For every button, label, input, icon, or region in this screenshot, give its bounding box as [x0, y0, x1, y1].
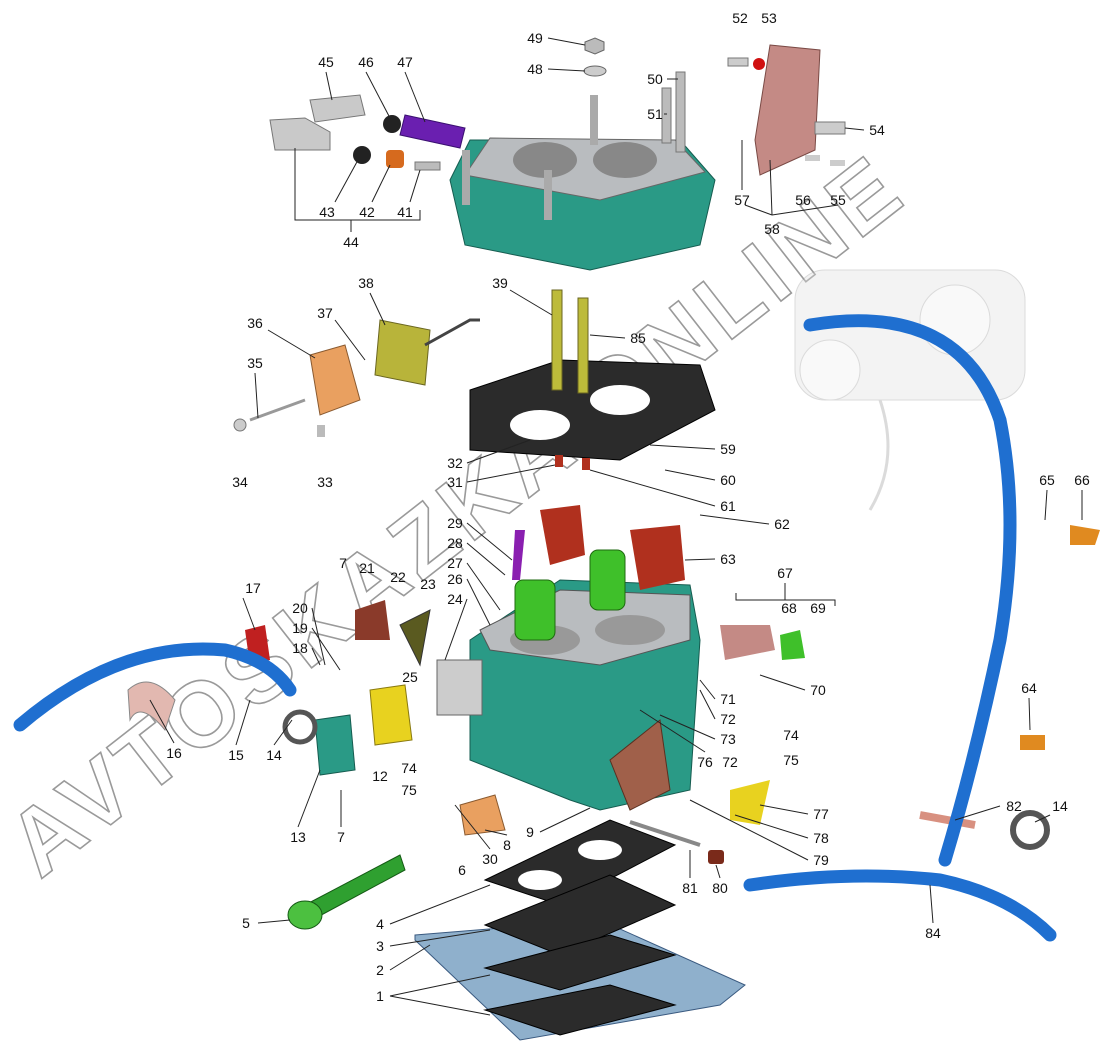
callout-43: 43 [319, 204, 335, 220]
callout-33: 33 [317, 474, 333, 490]
callout-29: 29 [447, 515, 463, 531]
callout-74: 74 [401, 760, 417, 776]
callout-35: 35 [247, 355, 263, 371]
callout-13: 13 [290, 829, 306, 845]
callout-20: 20 [292, 600, 308, 616]
callout-72: 72 [720, 711, 736, 727]
callout-75: 75 [401, 782, 417, 798]
lower-gaskets [414, 819, 746, 1041]
callout-19: 19 [292, 620, 308, 636]
callout-55: 55 [830, 192, 846, 208]
callout-67: 67 [777, 565, 793, 581]
callout-8: 8 [503, 837, 511, 853]
callout-81: 81 [682, 880, 698, 896]
callout-51: 51 [647, 106, 663, 122]
callout-79: 79 [813, 852, 829, 868]
top-small-parts [269, 37, 846, 232]
callout-23: 23 [420, 576, 436, 592]
callout-54: 54 [869, 122, 885, 138]
callout-36: 36 [247, 315, 263, 331]
callout-17: 17 [245, 580, 261, 596]
callout-65: 65 [1039, 472, 1055, 488]
callout-42: 42 [359, 204, 375, 220]
callout-75: 75 [783, 752, 799, 768]
callout-47: 47 [397, 54, 413, 70]
callout-77: 77 [813, 806, 829, 822]
callout-41: 41 [397, 204, 413, 220]
callout-52: 52 [732, 10, 748, 26]
adjusting-screw [287, 854, 406, 930]
callout-18: 18 [292, 640, 308, 656]
callout-34: 34 [232, 474, 248, 490]
callout-39: 39 [492, 275, 508, 291]
callout-30: 30 [482, 851, 498, 867]
callout-46: 46 [358, 54, 374, 70]
callout-26: 26 [447, 571, 463, 587]
callout-9: 9 [526, 824, 534, 840]
callout-84: 84 [925, 925, 941, 941]
callout-31: 31 [447, 474, 463, 490]
callout-78: 78 [813, 830, 829, 846]
callout-59: 59 [720, 441, 736, 457]
carburetor-cover [449, 95, 716, 271]
callout-44: 44 [343, 234, 359, 250]
callout-27: 27 [447, 555, 463, 571]
callout-74: 74 [783, 727, 799, 743]
callout-71: 71 [720, 691, 736, 707]
callout-38: 38 [358, 275, 374, 291]
callout-22: 22 [390, 569, 406, 585]
callout-7: 7 [339, 555, 347, 571]
callout-2: 2 [376, 962, 384, 978]
callout-66: 66 [1074, 472, 1090, 488]
hoses [13, 314, 1057, 942]
callout-12: 12 [372, 768, 388, 784]
callout-56: 56 [795, 192, 811, 208]
gasket-upper [469, 289, 716, 470]
callout-68: 68 [781, 600, 797, 616]
callout-28: 28 [447, 535, 463, 551]
callout-73: 73 [720, 731, 736, 747]
callout-49: 49 [527, 30, 543, 46]
callout-14: 14 [1052, 798, 1068, 814]
callout-5: 5 [242, 915, 250, 931]
callout-6: 6 [458, 862, 466, 878]
callout-37: 37 [317, 305, 333, 321]
callout-25: 25 [402, 669, 418, 685]
callout-61: 61 [720, 498, 736, 514]
callout-48: 48 [527, 61, 543, 77]
callout-57: 57 [734, 192, 750, 208]
callout-45: 45 [318, 54, 334, 70]
callout-3: 3 [376, 938, 384, 954]
callout-70: 70 [810, 682, 826, 698]
callout-62: 62 [774, 516, 790, 532]
callout-64: 64 [1021, 680, 1037, 696]
callout-60: 60 [720, 472, 736, 488]
callout-4: 4 [376, 916, 384, 932]
callout-63: 63 [720, 551, 736, 567]
callout-21: 21 [359, 560, 375, 576]
callout-50: 50 [647, 71, 663, 87]
callout-85: 85 [630, 330, 646, 346]
callout-69: 69 [810, 600, 826, 616]
callout-14: 14 [266, 747, 282, 763]
callout-16: 16 [166, 745, 182, 761]
callout-58: 58 [764, 221, 780, 237]
callout-82: 82 [1006, 798, 1022, 814]
callout-1: 1 [376, 988, 384, 1004]
diaphragm-assembly [233, 318, 480, 437]
leader-lines [149, 37, 1083, 1016]
callout-80: 80 [712, 880, 728, 896]
callout-32: 32 [447, 455, 463, 471]
carburetor-body [436, 505, 701, 811]
callout-7: 7 [337, 829, 345, 845]
callout-72: 72 [722, 754, 738, 770]
callout-76: 76 [697, 754, 713, 770]
callout-24: 24 [447, 591, 463, 607]
callout-53: 53 [761, 10, 777, 26]
callout-15: 15 [228, 747, 244, 763]
